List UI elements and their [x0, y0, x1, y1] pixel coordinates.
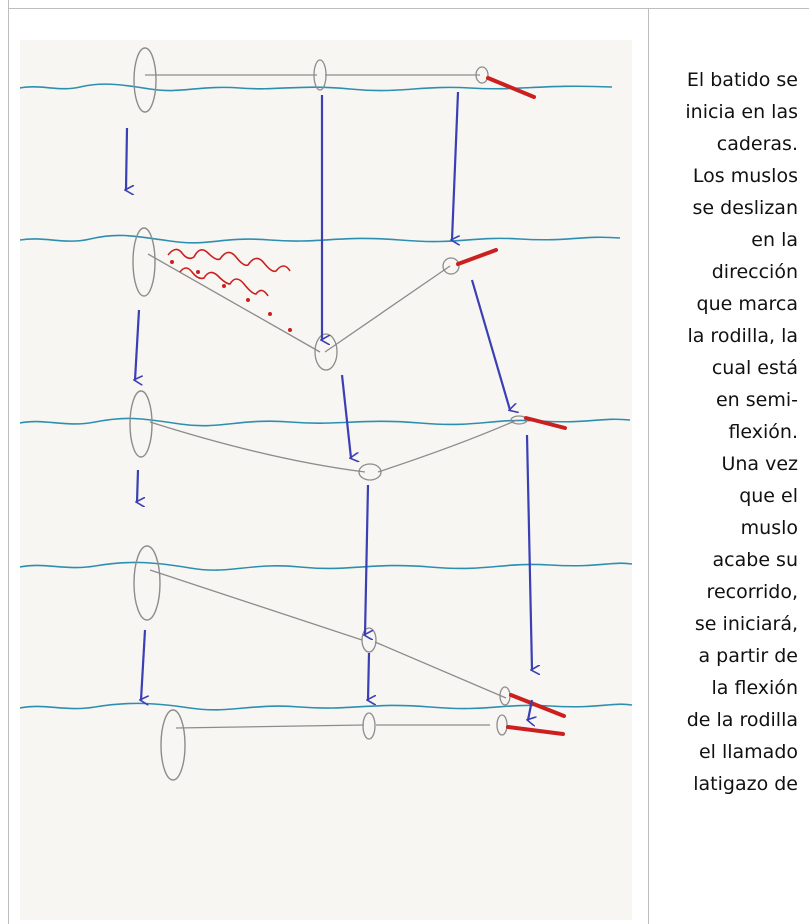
- caption-line: muslo: [740, 517, 798, 539]
- frame-left-border: [8, 8, 9, 924]
- arrow-knee-2: [340, 374, 351, 458]
- caption-line: el llamado: [698, 741, 798, 763]
- water-line-2: [19, 234, 621, 244]
- hip-oval-3: [129, 390, 153, 458]
- caption-line: en la: [751, 229, 798, 251]
- arrow-ankle-4: [528, 699, 532, 720]
- hip-wave-squiggle: [167, 248, 291, 297]
- paper-background: [20, 40, 632, 920]
- caption-line: de la rodilla: [686, 709, 798, 731]
- leg-3-thigh: [149, 421, 366, 473]
- knee-ovals: [313, 59, 382, 740]
- caption-line: latigazo de: [693, 773, 798, 795]
- caption-line: El batido se: [686, 69, 798, 91]
- caption-line: cual está: [711, 357, 798, 379]
- caption-line: que el: [739, 485, 798, 507]
- caption-line: Los muslos: [692, 165, 798, 187]
- knee-oval-3: [358, 463, 382, 481]
- hip-oval-4: [133, 545, 161, 621]
- caption-line: en semi-: [715, 389, 798, 411]
- leg-4-shin: [374, 641, 507, 699]
- water-line-4: [19, 561, 633, 571]
- foot-stroke-5: [506, 725, 565, 736]
- caption-text: El batido se inicia en las caderas. Los mus…: [652, 64, 798, 800]
- leg-2-thigh: [147, 253, 321, 353]
- knee-oval-1: [313, 59, 327, 91]
- frame-tick: [8, 0, 9, 10]
- leg-4-thigh: [149, 569, 363, 641]
- squiggle-path-2: [179, 267, 269, 297]
- leg-3-shin: [377, 419, 518, 473]
- foot-stroke-3: [524, 416, 567, 430]
- ankle-oval-5: [496, 714, 508, 736]
- foot-stroke-2: [456, 248, 498, 266]
- knee-oval-2: [314, 333, 338, 371]
- water-line-5: [19, 702, 633, 711]
- arrow-hip-3: [137, 469, 138, 502]
- ankle-oval-2: [442, 257, 460, 275]
- frame-top-border: [8, 8, 809, 9]
- hip-oval-5: [160, 709, 186, 781]
- arrow-hip-2: [135, 309, 139, 380]
- arrow-knee-4: [368, 652, 369, 700]
- foot-strokes: [456, 76, 567, 736]
- arrow-ankle-3: [525, 434, 532, 670]
- caption-line: caderas.: [716, 133, 798, 155]
- caption-line: flexión.: [728, 421, 798, 443]
- leg-lines: [145, 74, 518, 729]
- kick-sequence-svg: [19, 40, 633, 920]
- caption-line: acabe su: [712, 549, 798, 571]
- caption-line: inicia en las: [685, 101, 798, 123]
- arrow-ankle-1: [452, 91, 458, 240]
- water-line-1: [19, 83, 613, 92]
- caption-line: la flexión: [711, 677, 798, 699]
- hip-oval-2: [132, 227, 156, 297]
- ankle-oval-1: [475, 66, 489, 84]
- caption-line: la rodilla, la: [687, 325, 798, 347]
- hip-oval-1: [133, 47, 157, 113]
- caption-line: dirección: [711, 261, 798, 283]
- caption-line: recorrido,: [706, 581, 798, 603]
- arrow-ankle-2: [470, 279, 510, 410]
- knee-oval-5: [362, 712, 376, 740]
- caption-line: Una vez: [721, 453, 798, 475]
- foot-stroke-4: [509, 693, 566, 718]
- knee-oval-4: [361, 627, 377, 653]
- squiggle-path: [167, 248, 291, 273]
- arrow-hip-1: [126, 127, 127, 190]
- foot-stroke-1: [486, 76, 536, 99]
- squiggle-dots: [170, 260, 292, 332]
- leg-2-shin: [324, 265, 451, 353]
- arrow-hip-4: [141, 629, 145, 700]
- caption-line: que marca: [696, 293, 798, 315]
- caption-line: se iniciará,: [694, 613, 798, 635]
- motion-arrows: [126, 91, 532, 720]
- frame-column-divider: [648, 8, 649, 924]
- arrow-knee-3: [365, 484, 368, 635]
- caption-line: se deslizan: [692, 197, 799, 219]
- hip-ovals: [129, 47, 186, 781]
- kick-sequence-drawing: [19, 40, 633, 920]
- leg-5-thigh: [175, 724, 365, 729]
- caption-line: a partir de: [698, 645, 798, 667]
